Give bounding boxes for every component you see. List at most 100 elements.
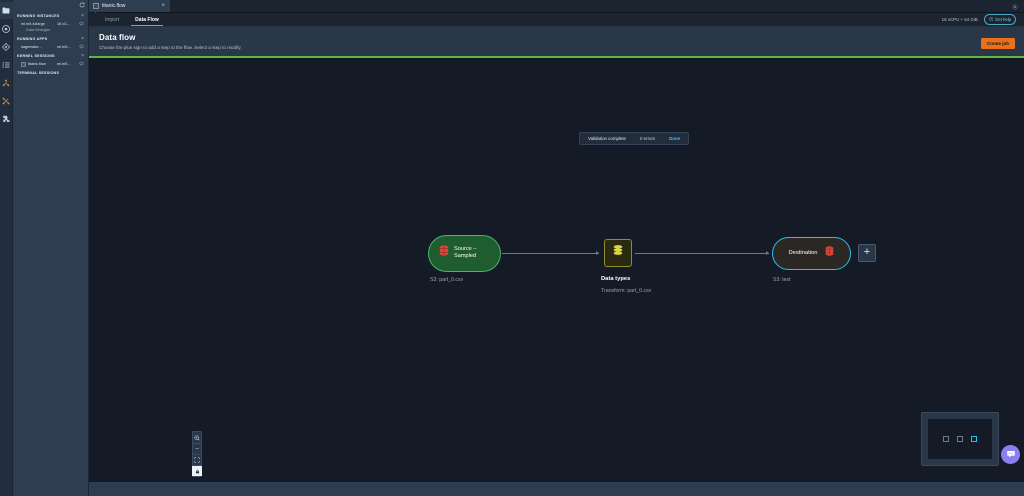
validation-errors: 0 errors <box>640 135 656 141</box>
shutdown-all-icon[interactable]: × <box>81 12 84 19</box>
rail-item-experiments[interactable] <box>0 74 13 91</box>
session-name: titanic.flow <box>28 62 46 66</box>
flow-node-datatypes[interactable] <box>604 238 632 267</box>
flow-node-destination-caption: S3: test <box>773 276 791 283</box>
tab-titanic-flow[interactable]: titanic.flow × <box>89 0 171 17</box>
chat-bubble-icon <box>1006 446 1016 464</box>
section-title: RUNNING APPS <box>17 37 48 41</box>
create-job-button[interactable]: Create job <box>980 38 1015 49</box>
minimap-node <box>943 436 949 442</box>
panel-section-terminal-sessions: TERMINAL SESSIONS <box>13 68 88 77</box>
flow-node-destination[interactable]: Destination <box>772 236 851 270</box>
flow-subtabs: Import Data Flow 16 vCPU + 64 GiB ? Get … <box>89 13 1024 27</box>
flow-node-datatypes-title: Data types <box>601 275 631 282</box>
lock-icon[interactable] <box>192 465 202 476</box>
section-title: RUNNING INSTANCES <box>17 14 60 18</box>
folder-icon <box>2 7 10 14</box>
shutdown-all-icon[interactable]: × <box>81 52 84 59</box>
rail-item-file-browser[interactable] <box>0 2 13 19</box>
instance-capacity-label: 16 vCPU + 64 GiB <box>941 17 978 22</box>
tabbar-actions <box>1012 0 1024 12</box>
power-icon[interactable] <box>79 21 84 28</box>
edge-datatypes-to-destination <box>635 252 769 254</box>
add-step-button[interactable]: + <box>858 243 876 262</box>
tab-data-flow[interactable]: Data Flow <box>127 13 167 26</box>
panel-section-running-apps: RUNNING APPS × <box>13 34 88 43</box>
canvas-zoom-controls: – <box>192 431 202 477</box>
get-help-button[interactable]: ? Get help <box>983 14 1016 25</box>
session-instance: ml.m5... <box>57 62 71 66</box>
fit-screen-icon[interactable] <box>192 454 202 465</box>
panel-toolbar <box>13 0 88 11</box>
instance-app-type: Data Wrangler <box>26 28 51 32</box>
panel-section-kernel-sessions: KERNEL SESSIONS × <box>13 51 88 60</box>
instance-spec: 16 vC... <box>57 22 71 26</box>
chat-button[interactable] <box>1001 445 1020 464</box>
tab-label: titanic.flow <box>102 3 126 9</box>
running-sessions-panel: RUNNING INSTANCES × ml.m5.4xlarge 16 vC.… <box>13 0 89 496</box>
status-bar <box>89 482 1024 496</box>
subtab-actions: 16 vCPU + 64 GiB ? Get help <box>942 13 1024 26</box>
list-item[interactable]: ml.m5.4xlarge 16 vC... <box>13 20 88 28</box>
canvas-minimap[interactable] <box>921 412 999 466</box>
tab-import[interactable]: Import <box>105 16 120 23</box>
rail-item-pipelines[interactable] <box>0 92 13 109</box>
get-help-label: Get help <box>995 17 1011 22</box>
flow-progress-bar <box>89 56 1024 58</box>
extensions-icon <box>2 115 10 123</box>
git-icon <box>2 42 10 51</box>
flow-node-datatypes-subtitle: Transform: part_0.csv <box>601 287 652 294</box>
pipelines-icon <box>2 97 10 105</box>
instance-name: ml.m5.4xlarge <box>21 22 45 26</box>
minimap-node-selected <box>971 436 977 442</box>
app-name: sagemake... <box>21 45 42 49</box>
refresh-icon[interactable] <box>79 2 85 9</box>
rail-item-running-terminals[interactable] <box>0 20 13 37</box>
section-title: KERNEL SESSIONS <box>17 54 55 58</box>
running-terminals-icon <box>2 24 10 33</box>
arrow-icon <box>596 250 599 255</box>
close-icon[interactable]: × <box>161 3 165 9</box>
question-circle-icon: ? <box>988 16 994 23</box>
flow-node-source-label: Source – Sampled <box>454 246 477 260</box>
rail-item-extensions[interactable] <box>0 110 13 127</box>
arrow-icon <box>766 250 769 255</box>
shutdown-all-icon[interactable]: × <box>81 35 84 42</box>
validation-status: Validation complete <box>588 135 626 141</box>
zoom-out-button[interactable]: – <box>192 443 202 454</box>
zoom-in-icon[interactable] <box>192 432 202 443</box>
rail-item-git[interactable] <box>0 38 13 55</box>
validation-done-button[interactable]: Done <box>669 135 681 141</box>
page-title: Data flow <box>99 33 136 42</box>
page-subtitle: Choose the plus sign to add a step to th… <box>99 45 242 50</box>
flow-file-icon <box>93 3 99 17</box>
main-area: titanic.flow × Import Data Flow 16 vCPU … <box>89 0 1024 496</box>
section-title: TERMINAL SESSIONS <box>17 71 60 75</box>
minimap-node <box>957 436 963 442</box>
experiments-icon <box>2 79 10 87</box>
data-types-icon <box>611 243 625 262</box>
page-header: Data flow Choose the plus sign to add a … <box>89 27 1024 56</box>
gear-icon[interactable] <box>1012 0 1018 15</box>
power-icon[interactable] <box>79 44 84 51</box>
flow-node-source-caption: S3: part_0.csv <box>430 276 464 283</box>
list-item[interactable]: sagemake... ml.m5... <box>13 43 88 51</box>
app-instance: ml.m5... <box>57 45 71 49</box>
minimap-viewport <box>928 419 992 459</box>
flow-node-source[interactable]: Source – Sampled <box>428 234 501 272</box>
list-item[interactable]: titanic.flow ml.m5... <box>13 60 88 68</box>
s3-bucket-icon <box>824 244 835 262</box>
panel-section-running-instances: RUNNING INSTANCES × <box>13 11 88 20</box>
validation-banner: Validation complete 0 errors Done <box>579 131 690 145</box>
edge-source-to-datatypes <box>502 252 599 254</box>
flow-canvas[interactable]: Validation complete 0 errors Done <box>89 57 1024 482</box>
svg-text:?: ? <box>990 18 992 21</box>
list-icon <box>2 61 10 69</box>
rail-item-table-of-contents[interactable] <box>0 56 13 73</box>
s3-bucket-icon <box>438 244 450 262</box>
activity-rail <box>0 0 13 496</box>
flow-file-icon <box>21 61 26 67</box>
power-icon[interactable] <box>79 61 84 68</box>
flow-node-destination-label: Destination <box>788 250 818 257</box>
